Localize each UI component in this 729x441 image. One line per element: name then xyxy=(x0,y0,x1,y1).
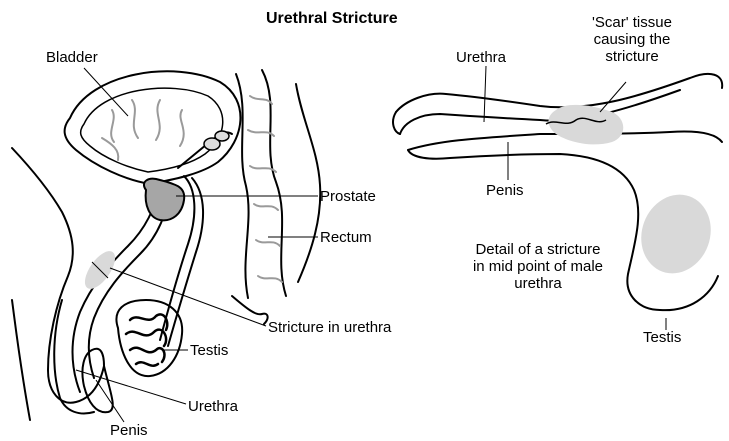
bladder-inner xyxy=(81,88,223,172)
bladder-folds xyxy=(102,100,184,160)
label-detail-line-3: urethra xyxy=(448,275,628,292)
penis-shaft xyxy=(82,349,112,412)
label-penis-right: Penis xyxy=(486,182,524,199)
testis-squiggles xyxy=(126,314,167,365)
detail-upper-inner xyxy=(400,90,680,134)
label-stricture-in-urethra: Stricture in urethra xyxy=(268,319,391,336)
thigh-outline xyxy=(12,300,30,420)
label-testis-right: Testis xyxy=(643,329,681,346)
label-scar-line-3: stricture xyxy=(572,48,692,65)
label-urethra-left: Urethra xyxy=(188,398,238,415)
rectum-folds xyxy=(248,96,282,282)
urethra-path xyxy=(73,184,161,392)
label-detail-line-1: Detail of a stricture xyxy=(448,241,628,258)
label-penis-left: Penis xyxy=(110,422,148,439)
detail-tip-left xyxy=(393,112,400,134)
rectum-wall-right xyxy=(262,70,286,296)
label-rectum: Rectum xyxy=(320,229,372,246)
rectum-wall-left xyxy=(236,74,249,298)
label-prostate: Prostate xyxy=(320,188,376,205)
label-testis-left: Testis xyxy=(190,342,228,359)
seminal-vesicle-coil xyxy=(204,131,229,150)
label-scar-line-1: 'Scar' tissue xyxy=(572,14,692,31)
label-detail-line-2: in mid point of male xyxy=(448,258,628,275)
back-outline xyxy=(296,84,320,282)
label-scar-line-2: causing the xyxy=(572,31,692,48)
detail-testis-shade xyxy=(630,185,721,283)
prostate-shape xyxy=(144,179,184,221)
label-detail-caption: Detail of a stricture in mid point of ma… xyxy=(448,241,628,292)
label-urethra-right: Urethra xyxy=(456,49,506,66)
label-bladder: Bladder xyxy=(46,49,98,66)
label-scar-tissue: 'Scar' tissue causing the stricture xyxy=(572,14,692,65)
diagram-title: Urethral Stricture xyxy=(266,10,398,27)
